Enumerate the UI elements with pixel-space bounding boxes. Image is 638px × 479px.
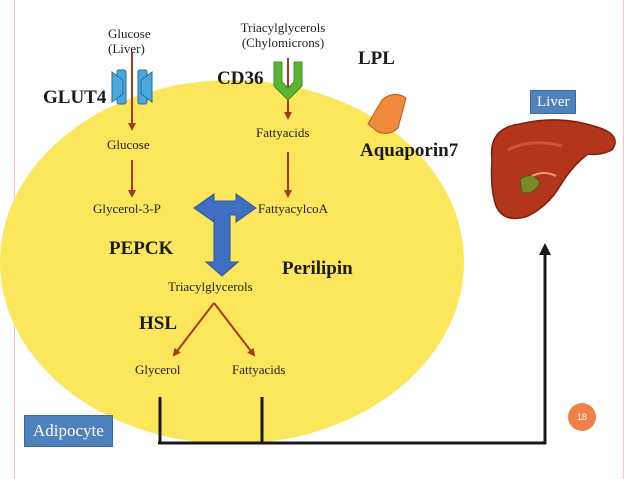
glut4-label: GLUT4 (43, 87, 107, 108)
arrow-tag-to-glycerol (172, 302, 215, 357)
lpl-label: LPL (358, 48, 395, 69)
glucose-liver-label: Glucose (Liver) (108, 26, 151, 56)
cd36-label: CD36 (217, 68, 264, 89)
pepck-label: PEPCK (109, 238, 174, 259)
triacylglycerols-label: Triacylglycerols (168, 279, 253, 294)
aquaporin7-label: Aquaporin7 (360, 140, 459, 161)
page-number-badge: 18 (568, 403, 596, 431)
triacylglycerols-chylomicrons-label: Triacylglycerols (Chylomicrons) (240, 20, 326, 50)
glucose-label: Glucose (107, 137, 150, 152)
fattyacylcoa-label: FattyacylcoA (258, 201, 329, 216)
hsl-label: HSL (139, 313, 178, 334)
glycerol-label: Glycerol (135, 362, 181, 377)
liver-icon (490, 119, 616, 220)
liver-box-label: Liver (530, 90, 577, 114)
arrow-tag-to-fattyacids-out (213, 302, 256, 357)
glycerol-3-p-label: Glycerol-3-P (93, 201, 161, 216)
receptor-icon (273, 61, 303, 101)
transporter-channel-icon (111, 69, 153, 105)
perilipin-label: Perilipin (282, 258, 353, 279)
enzyme-icon (367, 94, 407, 134)
fattyacids-bottom-label: Fattyacids (232, 362, 286, 377)
convergence-arrow (193, 193, 257, 277)
export-pathway (158, 243, 551, 445)
fattyacids-top-label: Fattyacids (256, 125, 310, 140)
adipocyte-box-label: Adipocyte (24, 415, 113, 447)
